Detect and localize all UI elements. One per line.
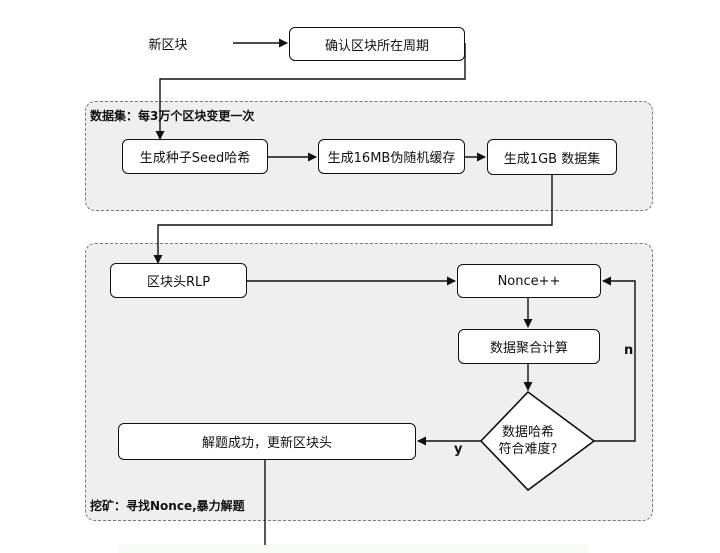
- decision-text: 数据哈希 符合难度?: [487, 424, 569, 458]
- aggregate-node: 数据聚合计算: [458, 329, 600, 364]
- mining-region-label: 挖矿：寻找Nonce,暴力解题: [90, 499, 245, 513]
- dataset-region-label: 数据集：每3万个区块变更一次: [90, 109, 255, 123]
- gen-cache-node: 生成16MB伪随机缓存: [318, 139, 465, 174]
- header-rlp-node: 区块头RLP: [110, 263, 247, 298]
- yes-edge-label: y: [454, 442, 463, 457]
- decision-line-1: 数据哈希: [501, 425, 554, 440]
- no-edge-label: n: [624, 343, 634, 358]
- edge-dataset-to-rlp: [153, 175, 553, 264]
- success-node: 解题成功，更新区块头: [118, 423, 416, 460]
- gen-seed-node: 生成种子Seed哈希: [122, 139, 268, 174]
- bottom-edge-strip: [118, 545, 588, 553]
- confirm-period-node: 确认区块所在周期: [289, 27, 465, 61]
- decision-line-2: 符合难度?: [498, 442, 558, 457]
- edge-decision-no: [594, 276, 636, 442]
- nonce-increment-node: Nonce++: [457, 264, 601, 298]
- edge-confirm-to-seed: [155, 43, 466, 140]
- new-block-node: 新区块: [148, 37, 188, 53]
- gen-dataset-node: 生成1GB 数据集: [487, 139, 617, 175]
- decision-diamond: [479, 390, 596, 492]
